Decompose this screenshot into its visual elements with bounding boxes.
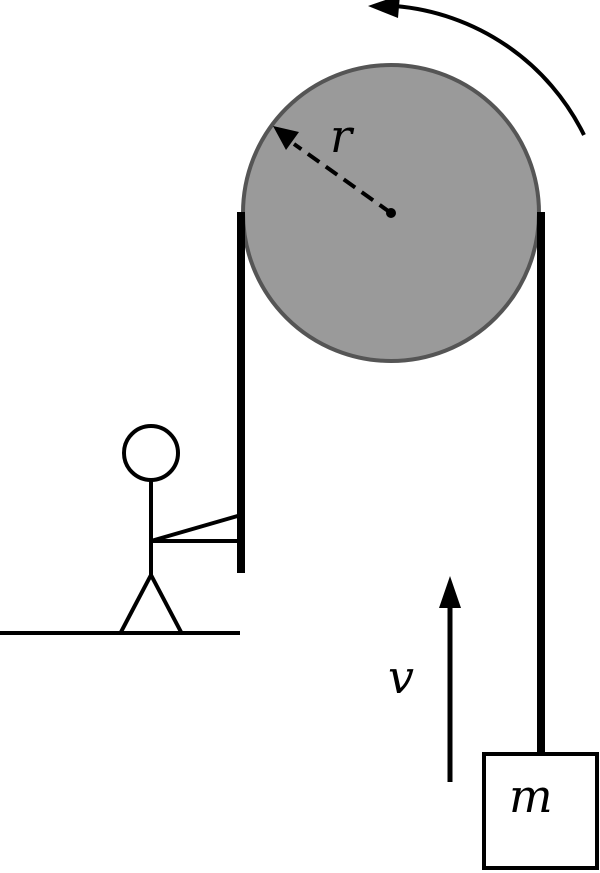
velocity-label: v	[388, 650, 414, 704]
radius-label: r	[330, 109, 355, 163]
velocity-arrow-icon	[439, 576, 461, 782]
mass-label: m	[509, 769, 553, 823]
rotation-arrow-icon	[368, 0, 586, 136]
person-icon	[119, 424, 242, 633]
pulley-center-dot	[386, 208, 396, 218]
radius-indicator	[273, 126, 396, 218]
mass-block	[482, 752, 599, 870]
